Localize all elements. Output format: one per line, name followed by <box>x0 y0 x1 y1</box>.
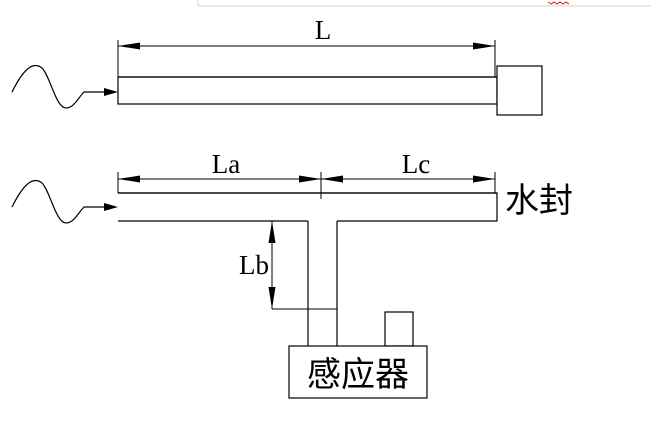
sensor-box <box>288 345 428 399</box>
bottom-configuration: La Lc Lb 水封 感应器 <box>11 149 573 399</box>
top-wave-icon <box>11 64 112 109</box>
bottom-flow-arrow <box>104 203 118 211</box>
label-water-seal: 水封 <box>505 181 573 221</box>
top-flow-arrow <box>104 88 118 96</box>
lc-arrow-right <box>473 175 495 183</box>
red-mark-remnant <box>547 1 570 5</box>
label-sensor: 感应器 <box>307 355 409 395</box>
bottom-main-pipe <box>118 192 498 222</box>
la-arrow-right <box>299 175 321 183</box>
label-La: La <box>212 149 240 179</box>
sensor-nozzle <box>384 311 414 347</box>
la-arrow-left <box>118 175 140 183</box>
lb-arrow-bottom <box>268 287 276 309</box>
lb-arrow-top <box>268 221 276 243</box>
lc-arrow-left <box>321 175 343 183</box>
bottom-wave-icon <box>11 179 112 224</box>
top-dim-arrow-right <box>473 42 495 50</box>
top-pipe <box>117 76 498 105</box>
top-configuration: L <box>11 15 543 116</box>
label-Lb: Lb <box>239 250 269 280</box>
top-frame-remnant <box>197 0 651 7</box>
top-dim-arrow-left <box>118 42 140 50</box>
top-end-cap <box>496 65 543 116</box>
label-L: L <box>315 15 332 45</box>
label-Lc: Lc <box>402 149 430 179</box>
